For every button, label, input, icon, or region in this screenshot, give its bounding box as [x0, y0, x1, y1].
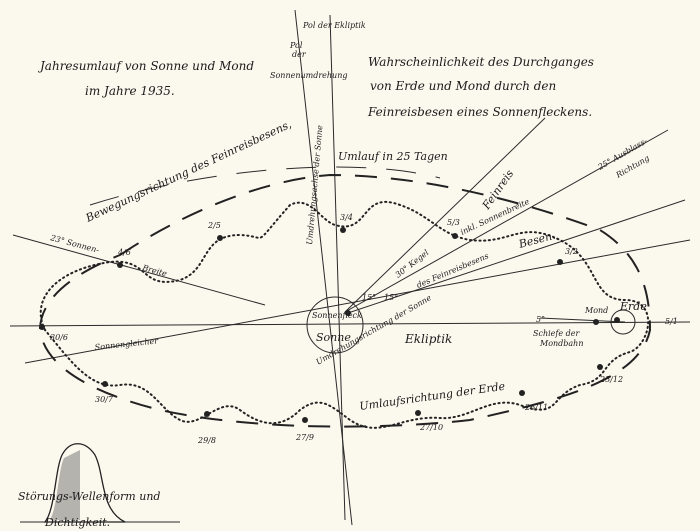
label-waveform-2: Dichtigkeit. — [44, 516, 110, 529]
sun-rotation-axis-line — [294, 9, 353, 526]
title-right-1: Wahrscheinlichkeit des Durchganges — [368, 55, 594, 69]
label-sun-equator: Sonnengleicher — [94, 336, 159, 352]
ecliptic-pole-line — [329, 14, 346, 521]
label-der: der — [292, 50, 307, 59]
title-right-3: Feinreisbesen eines Sonnenfleckens. — [367, 105, 592, 119]
sun-circle — [306, 296, 364, 354]
label-sun-rotation-pole: Sonnenumdrehung — [270, 71, 347, 80]
cone-ray-3 — [344, 199, 686, 315]
label-ecliptic-pole: Pol der Ekliptik — [302, 21, 366, 30]
date-labels: 4/6 2/5 3/4 5/3 3/2 5/1 25/12 26/11 27/1… — [50, 213, 678, 445]
sun-equator-line — [24, 239, 691, 364]
label-rotation-period: Umlauf in 25 Tagen — [338, 150, 448, 163]
label-moon: Mond — [584, 306, 608, 315]
label-angle-1: 15° — [362, 293, 376, 302]
label-angle-2: 15° — [384, 293, 398, 302]
label-earth-direction: Umlaufsrichtung der Erde — [359, 380, 507, 413]
label-pol: Pol — [289, 41, 303, 50]
title-right-2: von Erde und Mond durch den — [370, 79, 556, 93]
label-earth: Erde — [619, 300, 647, 313]
disturbance-waveform — [43, 443, 126, 523]
moon-orbit-tilt-line — [539, 317, 626, 323]
label-broom-direction: Bewegungsrichtung des Feinreisbesens, — [83, 118, 294, 225]
date-label: 5/3 — [447, 218, 460, 227]
date-label: 3/2 — [565, 247, 578, 256]
title-left-2: im Jahre 1935. — [85, 84, 175, 98]
date-label: 30/7 — [95, 395, 114, 404]
moon-dot — [593, 319, 599, 325]
earth-circle — [610, 309, 636, 335]
label-cone: 30° Kegel — [394, 248, 431, 280]
label-angle-5: 5° — [536, 315, 545, 324]
date-label: 27/10 — [419, 423, 443, 432]
moon-orbit-path — [39, 200, 650, 429]
date-label: 29/8 — [197, 436, 216, 445]
label-tilt-1: Schiefe der — [533, 329, 581, 338]
date-label: 2/5 — [207, 221, 221, 230]
broom-motion-arc — [89, 166, 441, 206]
date-label: 27/9 — [295, 433, 314, 442]
cone-ray-2 — [344, 129, 669, 313]
date-label: 30/6 — [50, 333, 68, 342]
density-shading — [50, 450, 80, 520]
sunspot-dot — [345, 310, 351, 316]
date-label: 26/11 — [524, 403, 548, 412]
label-tilt-2: Mondbahn — [539, 339, 583, 348]
solar-latitude-line — [12, 234, 266, 306]
date-label: 3/4 — [340, 213, 353, 222]
label-sunspot: Sonnenfleck — [312, 311, 362, 320]
label-sun: Sonne — [316, 331, 351, 344]
title-left-1: Jahresumlauf von Sonne und Mond — [37, 59, 254, 73]
ecliptic-line — [9, 321, 691, 327]
label-rotation-axis: Umdrehungsachse der Sonne — [305, 125, 324, 246]
earth-orbit-path — [38, 173, 652, 428]
label-breite: Breite — [141, 263, 169, 278]
label-waveform-1: Störungs-Wellenform und — [18, 490, 160, 503]
label-ecliptic: Ekliptik — [404, 332, 452, 346]
date-label: 25/12 — [599, 375, 623, 384]
date-markers — [39, 227, 620, 423]
cone-ray-1 — [344, 117, 546, 313]
date-label: 5/1 — [665, 317, 678, 326]
date-label: 4/6 — [117, 248, 131, 257]
